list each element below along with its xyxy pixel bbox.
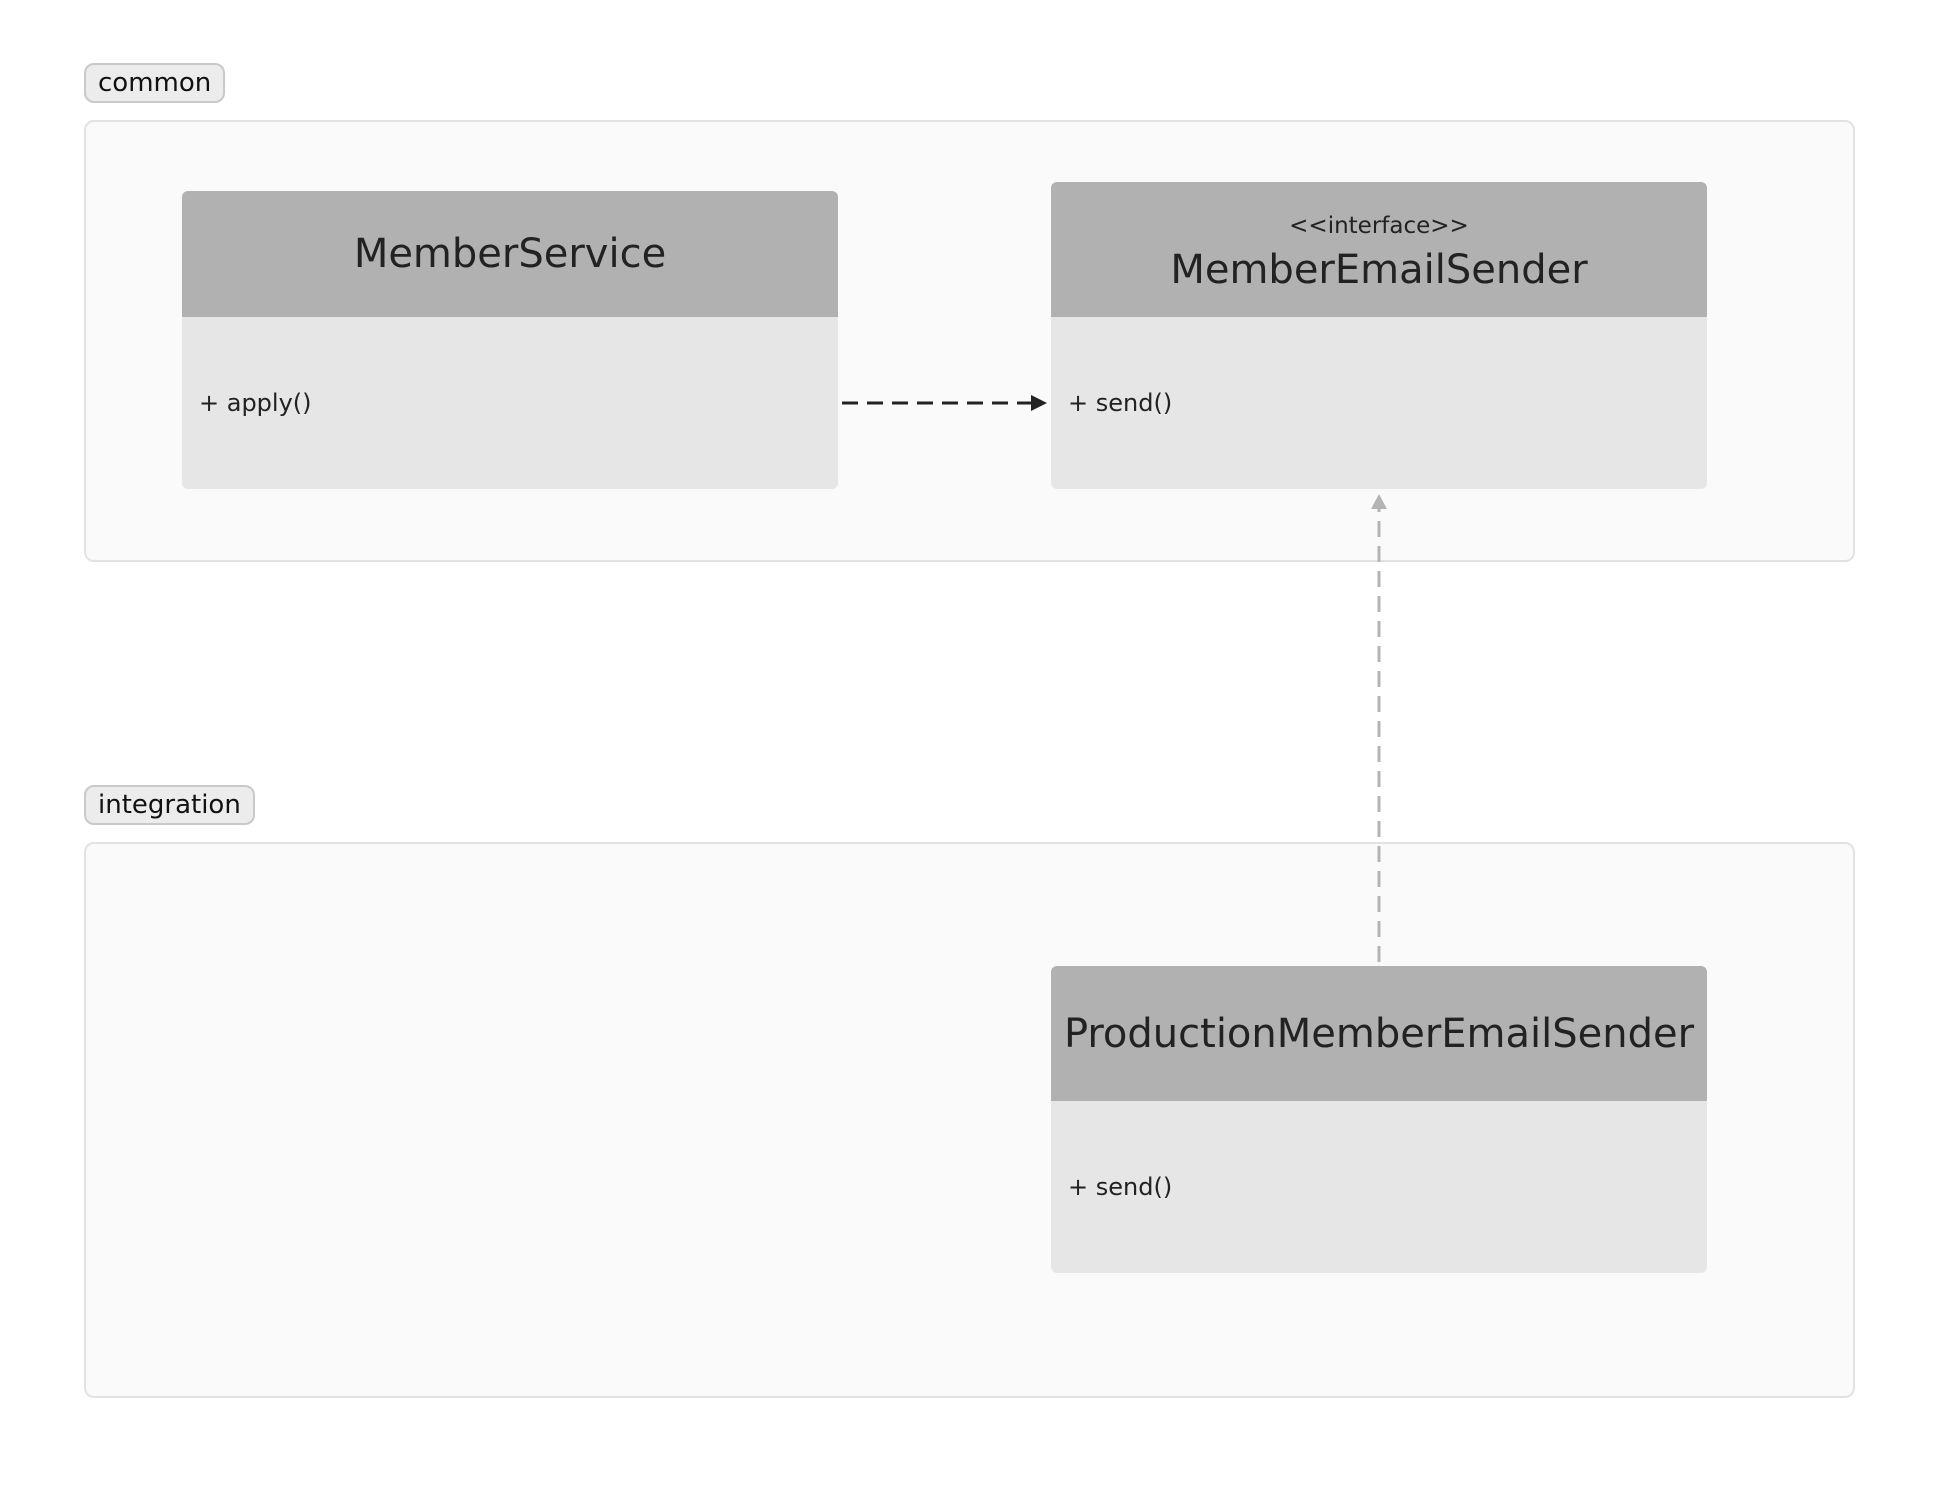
class-member-email-sender[interactable]: <<interface>> MemberEmailSender + send() — [1051, 182, 1707, 489]
package-label-integration: integration — [84, 785, 255, 825]
method-apply: + apply() — [199, 389, 312, 417]
class-methods: + apply() — [182, 317, 838, 489]
package-label-common: common — [84, 63, 226, 103]
class-production-member-email-sender[interactable]: ProductionMemberEmailSender + send() — [1051, 966, 1707, 1273]
class-name: MemberEmailSender — [1170, 247, 1588, 294]
method-send: + send() — [1068, 1173, 1173, 1201]
stereotype-label: <<interface>> — [1289, 212, 1469, 239]
method-send: + send() — [1068, 389, 1173, 417]
class-header: <<interface>> MemberEmailSender — [1051, 182, 1707, 317]
class-methods: + send() — [1051, 1101, 1707, 1273]
class-name: MemberService — [353, 231, 667, 277]
class-header: ProductionMemberEmailSender — [1051, 966, 1707, 1101]
class-name: ProductionMemberEmailSender — [1063, 1010, 1695, 1057]
class-member-service[interactable]: MemberService + apply() — [182, 191, 838, 489]
class-header: MemberService — [182, 191, 838, 317]
class-methods: + send() — [1051, 317, 1707, 489]
